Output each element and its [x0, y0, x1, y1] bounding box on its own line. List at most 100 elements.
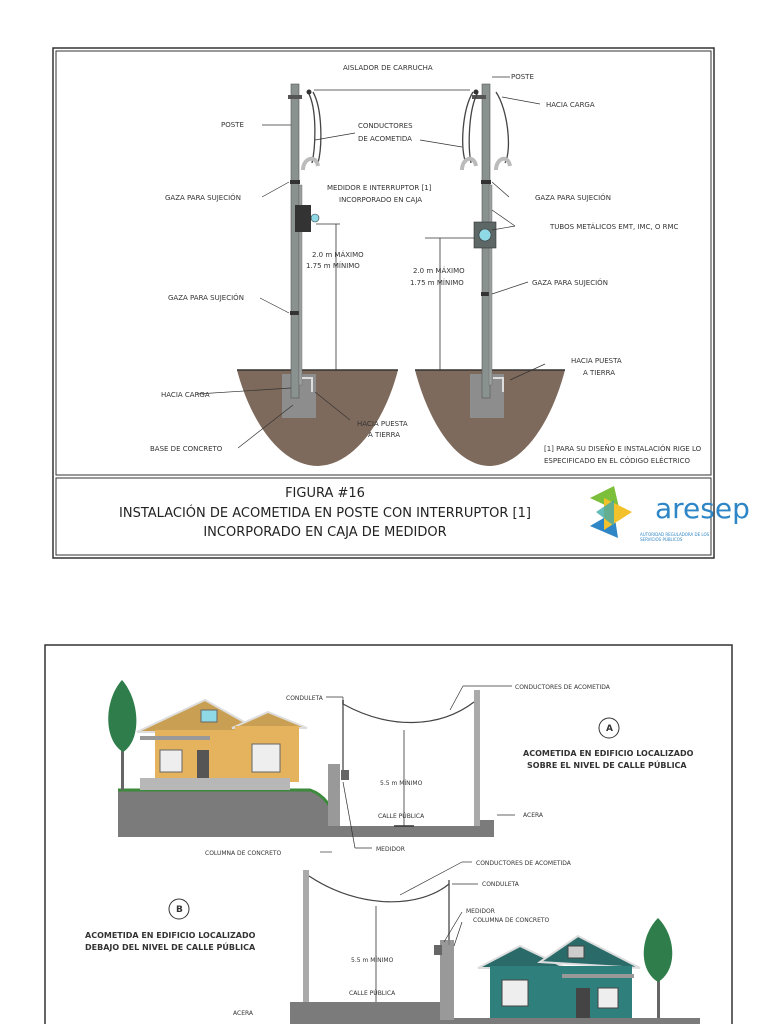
- conduit-left: [298, 184, 303, 386]
- insulator-left: [306, 89, 312, 95]
- scene-a-sidewalk: [478, 820, 494, 837]
- label-min-b: 5.5 m MÍNIMO: [351, 957, 394, 964]
- meter-box-left: [295, 205, 311, 232]
- column-b: [440, 940, 454, 1020]
- figure2-frame: [44, 644, 733, 1024]
- label-medidor-b: MEDIDOR: [466, 908, 495, 915]
- label-gaza-right-mid: GAZA PARA SUJECIÓN: [532, 278, 608, 287]
- label-conductores: CONDUCTORES: [358, 122, 413, 130]
- house-a-window-1: [159, 749, 183, 773]
- ground-wire-right: [493, 377, 504, 392]
- label-title-b-2: DEBAJO DEL NIVEL DE CALLE PÚBLICA: [85, 941, 256, 952]
- label-min-left: 1.75 m MÍNIMO: [306, 261, 360, 270]
- label-conductores-b: CONDUCTORES DE ACOMETIDA: [476, 860, 572, 867]
- label-medidor-1: MEDIDOR E INTERRUPTOR [1]: [327, 184, 432, 192]
- tree-b-trunk: [657, 966, 660, 1018]
- house-b-window-1: [501, 979, 529, 1007]
- weatherhead-right-r: [494, 156, 512, 171]
- pole-b: [303, 870, 309, 1002]
- scene-b-street: [290, 1002, 440, 1024]
- house-a-door: [197, 750, 209, 778]
- label-title-b-1: ACOMETIDA EN EDIFICIO LOCALIZADO: [85, 931, 256, 940]
- label-conduleta-b: CONDULETA: [482, 881, 520, 888]
- label-columna-b: COLUMNA DE CONCRETO: [473, 917, 550, 924]
- pole-a: [474, 690, 480, 826]
- label-max-right: 2.0 m MÁXIMO: [413, 266, 465, 275]
- meter-dial-right: [478, 228, 492, 242]
- service-wire-right-2: [468, 91, 479, 164]
- figure1-caption: FIGURA #16 INSTALACIÓN DE ACOMETIDA EN P…: [55, 478, 750, 558]
- label-letter-a: A: [606, 724, 613, 734]
- pole-left-cap: [288, 95, 302, 99]
- insulator-right: [473, 89, 479, 95]
- service-wire-left-2: [312, 91, 322, 164]
- scene-b-lower-ground: [440, 1018, 700, 1024]
- label-calle-b: CALLE PÚBLICA: [349, 990, 396, 997]
- label-columna-a: COLUMNA DE CONCRETO: [205, 850, 282, 857]
- caption-title-line2: INCORPORADO EN CAJA DE MEDIDOR: [203, 525, 447, 540]
- label-conduleta-a: CONDULETA: [286, 695, 324, 702]
- meter-dial-left: [310, 213, 320, 223]
- label-min-right: 1.75 m MÍNIMO: [410, 278, 464, 287]
- label-puesta-right-2: A TIERRA: [583, 369, 615, 377]
- label-conductores-a: CONDUCTORES DE ACOMETIDA: [515, 684, 611, 691]
- label-puesta-right-1: HACIA PUESTA: [571, 357, 622, 365]
- label-letter-b: B: [176, 905, 183, 915]
- label-max-left: 2.0 m MÁXIMO: [312, 250, 364, 259]
- label-medidor-2: INCORPORADO EN CAJA: [339, 196, 422, 204]
- pole-right-cap: [472, 95, 486, 99]
- meter-b: [434, 945, 442, 955]
- label-gaza-left-mid: GAZA PARA SUJECIÓN: [168, 293, 244, 302]
- aresep-logo-text: aresep: [655, 492, 750, 525]
- house-a-base: [140, 778, 290, 790]
- column-a: [328, 764, 340, 826]
- pole-left: [290, 83, 300, 399]
- figure1-inner-frame: [55, 50, 712, 476]
- service-drop-a: [342, 701, 475, 724]
- tree-a-icon: [108, 680, 137, 752]
- label-calle-a: CALLE PÚBLICA: [378, 813, 425, 820]
- meter-a: [341, 770, 349, 780]
- label-title-a-1: ACOMETIDA EN EDIFICIO LOCALIZADO: [523, 749, 694, 758]
- service-wire-right-3: [495, 91, 510, 164]
- caption-figure-number: FIGURA #16: [285, 486, 365, 501]
- gaza-left-top: [290, 180, 300, 184]
- label-title-a-2: SOBRE EL NIVEL DE CALLE PÚBLICA: [527, 759, 687, 770]
- house-a-roof-right: [231, 710, 308, 729]
- tree-b-icon: [643, 918, 673, 982]
- label-acera-b: ACERA: [233, 1010, 254, 1017]
- label-de-acometida: DE ACOMETIDA: [358, 135, 412, 143]
- weatherhead-right-l: [460, 156, 478, 171]
- conduit-right: [488, 184, 493, 386]
- gaza-left-mid: [290, 311, 300, 315]
- house-b-door: [576, 988, 590, 1018]
- service-wire-left-1: [307, 91, 316, 164]
- figure1-caption-frame: [55, 477, 712, 556]
- house-b-attic-window: [567, 945, 585, 959]
- label-poste-right: POSTE: [511, 73, 534, 81]
- label-acera-a: ACERA: [523, 812, 544, 819]
- label-poste-left: POSTE: [221, 121, 244, 129]
- gaza-right-top: [481, 180, 491, 184]
- label-min-a: 5.5 m MÍNIMO: [380, 780, 423, 787]
- label-aislador: AISLADOR DE CARRUCHA: [343, 64, 433, 72]
- label-base: BASE DE CONCRETO: [150, 445, 223, 453]
- house-a-window-2: [251, 743, 281, 773]
- service-drop-b: [308, 875, 450, 903]
- label-hacia-carga-right: HACIA CARGA: [546, 101, 595, 109]
- aresep-logo-subtitle: AUTORIDAD REGULADORA DE LOS SERVICIOS PÚ…: [640, 532, 710, 542]
- tree-a-trunk: [121, 740, 124, 790]
- house-b-window-2: [597, 987, 619, 1009]
- caption-title-line1: INSTALACIÓN DE ACOMETIDA EN POSTE CON IN…: [119, 506, 531, 521]
- weatherhead-left: [301, 156, 320, 171]
- house-a-porch: [140, 736, 210, 740]
- label-b-circle: [168, 898, 190, 920]
- label-gaza-left-top: GAZA PARA SUJECIÓN: [165, 193, 241, 202]
- label-hacia-carga-left: HACIA CARGA: [161, 391, 210, 399]
- leader-lines-fig1: [196, 76, 546, 449]
- house-b-wing: [552, 966, 632, 1018]
- label-medidor-a: MEDIDOR: [376, 846, 405, 853]
- label-gaza-right-top: GAZA PARA SUJECIÓN: [535, 193, 611, 202]
- leader-lines-fig2: [320, 685, 515, 947]
- label-puesta-left-1: HACIA PUESTA: [357, 420, 408, 428]
